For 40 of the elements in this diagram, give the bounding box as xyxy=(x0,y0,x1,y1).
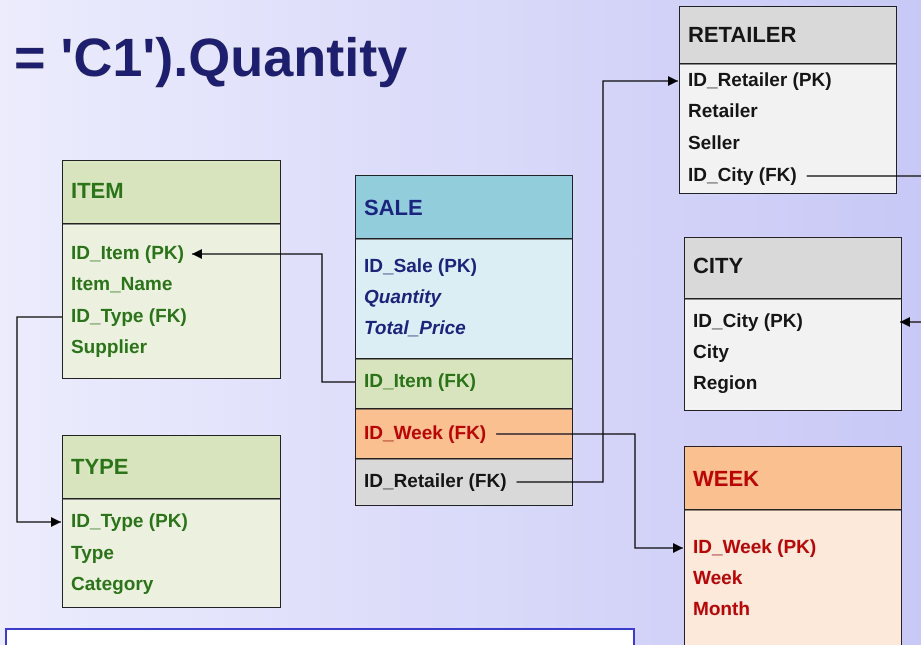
relationship-arrow xyxy=(516,76,678,483)
entity-table xyxy=(684,237,902,411)
field-name: City xyxy=(693,341,729,365)
formula-text: = 'C1').Quantity xyxy=(14,27,408,90)
field-name: Category xyxy=(71,573,154,597)
field-name: ID_Week (FK) xyxy=(364,422,486,446)
relationship-arrow xyxy=(496,433,683,553)
field-name: ID_Type (PK) xyxy=(71,510,188,534)
table-title: CITY xyxy=(693,253,744,279)
field-name: ID_Item (FK) xyxy=(364,370,476,394)
relationship-arrow xyxy=(192,249,355,383)
field-name: ID_Item (PK) xyxy=(71,242,184,266)
field-name: Seller xyxy=(688,132,740,156)
relationship-arrow xyxy=(806,175,921,327)
field-name: Item_Name xyxy=(71,273,172,297)
entity-table xyxy=(62,435,281,608)
field-name: ID_Week (PK) xyxy=(693,536,816,560)
field-name: Quantity xyxy=(364,286,442,310)
entity-table xyxy=(62,160,281,379)
field-name: ID_City (FK) xyxy=(688,164,797,188)
field-name: Week xyxy=(693,567,742,591)
entity-table xyxy=(355,175,573,506)
field-name: ID_Type (FK) xyxy=(71,305,187,329)
field-name: Region xyxy=(693,372,758,396)
field-name: ID_Retailer (FK) xyxy=(364,470,507,494)
field-name: Retailer xyxy=(688,100,758,124)
table-title: RETAILER xyxy=(688,22,796,48)
field-name: Month xyxy=(693,598,750,622)
field-name: ID_Sale (PK) xyxy=(364,255,477,279)
table-title: ITEM xyxy=(71,178,124,204)
field-name: Total_Price xyxy=(364,317,466,341)
entity-table xyxy=(684,446,902,645)
entity-table xyxy=(679,6,897,194)
field-name: Supplier xyxy=(71,336,148,360)
field-name: ID_Retailer (PK) xyxy=(688,69,832,93)
field-name: Type xyxy=(71,542,114,566)
table-title: TYPE xyxy=(71,454,128,480)
relationship-arrow xyxy=(16,316,62,527)
table-title: WEEK xyxy=(693,466,759,492)
table-title: SALE xyxy=(364,195,423,221)
